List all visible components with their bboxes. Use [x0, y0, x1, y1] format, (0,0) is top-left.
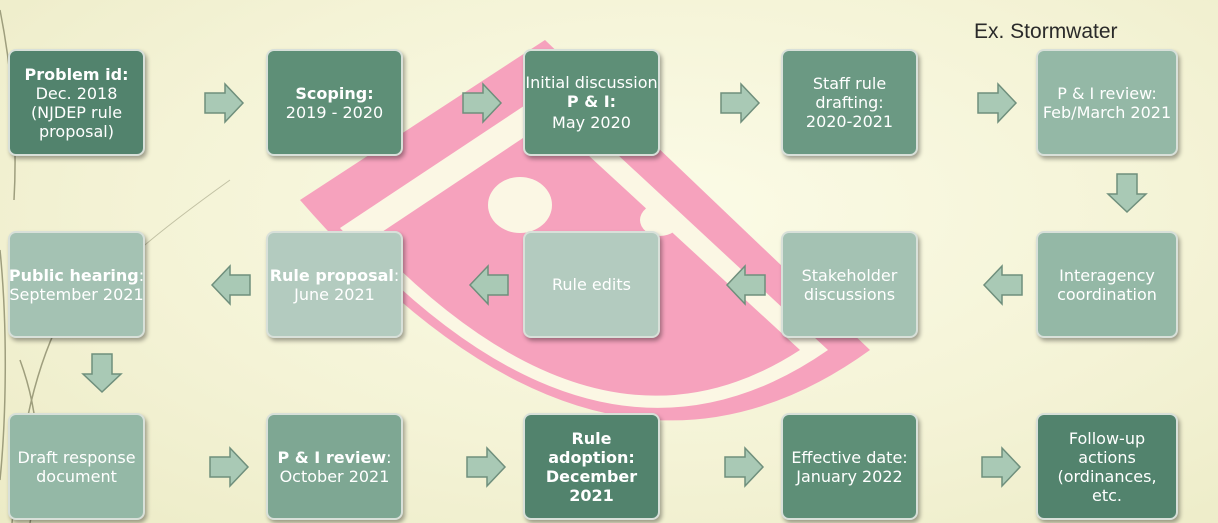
step-pre: Initial discussion	[525, 73, 658, 92]
step-text: Follow-up actions (ordinances, etc.	[1057, 428, 1157, 505]
step-text: Effective date: January 2022	[791, 447, 908, 486]
step-text: September 2021	[9, 284, 144, 304]
step-public-hearing: Public hearing: September 2021	[8, 231, 145, 338]
step-text: Staff rule drafting: 2020-2021	[805, 74, 894, 131]
arrow-left-icon	[725, 264, 766, 306]
step-title: P & I review	[277, 447, 387, 467]
step-text: P & I review: Feb/March 2021	[1042, 83, 1172, 122]
arrow-right-icon	[724, 447, 764, 487]
step-stakeholder-discussions: Stakeholder discussions	[781, 231, 918, 338]
step-title: Rule adoption: December 2021	[545, 428, 638, 505]
step-text: Interagency coordination	[1057, 265, 1157, 304]
arrow-right-icon	[466, 447, 506, 487]
step-pi-review-oct: P & I review: October 2021	[266, 413, 403, 520]
step-text: Draft response document	[17, 447, 136, 486]
step-suffix: :	[138, 265, 145, 285]
step-title: P & I:	[566, 92, 617, 111]
step-text: Stakeholder discussions	[801, 265, 898, 304]
step-staff-rule-drafting: Staff rule drafting: 2020-2021	[781, 49, 918, 156]
arrow-right-icon	[720, 83, 760, 123]
step-text: May 2020	[552, 113, 631, 132]
arrow-left-icon	[982, 264, 1023, 306]
step-interagency-coordination: Interagency coordination	[1036, 231, 1178, 338]
arrow-left-icon	[210, 264, 251, 306]
step-rule-adoption: Rule adoption: December 2021	[523, 413, 660, 520]
step-follow-up-actions: Follow-up actions (ordinances, etc.	[1036, 413, 1178, 520]
step-text: 2019 - 2020	[285, 102, 384, 122]
step-suffix: :	[386, 447, 392, 467]
caption: Ex. Stormwater	[974, 20, 1118, 43]
arrow-right-icon	[981, 447, 1021, 487]
step-title: Problem id:	[24, 64, 129, 84]
step-draft-response: Draft response document	[8, 413, 145, 520]
arrow-down-icon	[1106, 173, 1148, 214]
step-title: Rule proposal	[269, 265, 394, 285]
step-text: October 2021	[279, 466, 390, 486]
step-scoping: Scoping: 2019 - 2020	[266, 49, 403, 156]
arrow-right-icon	[209, 447, 249, 487]
step-text: Rule edits	[552, 275, 631, 294]
arrow-left-icon	[468, 264, 509, 306]
step-suffix: :	[393, 265, 400, 285]
step-title: Scoping:	[295, 83, 374, 103]
arrow-right-icon	[462, 83, 502, 123]
arrow-right-icon	[977, 83, 1017, 123]
step-initial-discussion: Initial discussion P & I: May 2020	[523, 49, 660, 156]
step-text: June 2021	[294, 284, 375, 304]
step-effective-date: Effective date: January 2022	[781, 413, 918, 520]
step-pi-review-feb: P & I review: Feb/March 2021	[1036, 49, 1178, 156]
step-problem-id: Problem id: Dec. 2018 (NJDEP rule propos…	[8, 49, 145, 156]
arrow-right-icon	[204, 83, 244, 123]
step-rule-proposal: Rule proposal: June 2021	[266, 231, 403, 338]
arrow-down-icon	[81, 353, 123, 394]
step-rule-edits: Rule edits	[523, 231, 660, 338]
step-text: Dec. 2018 (NJDEP rule proposal)	[30, 83, 123, 141]
step-title: Public hearing	[8, 265, 139, 285]
